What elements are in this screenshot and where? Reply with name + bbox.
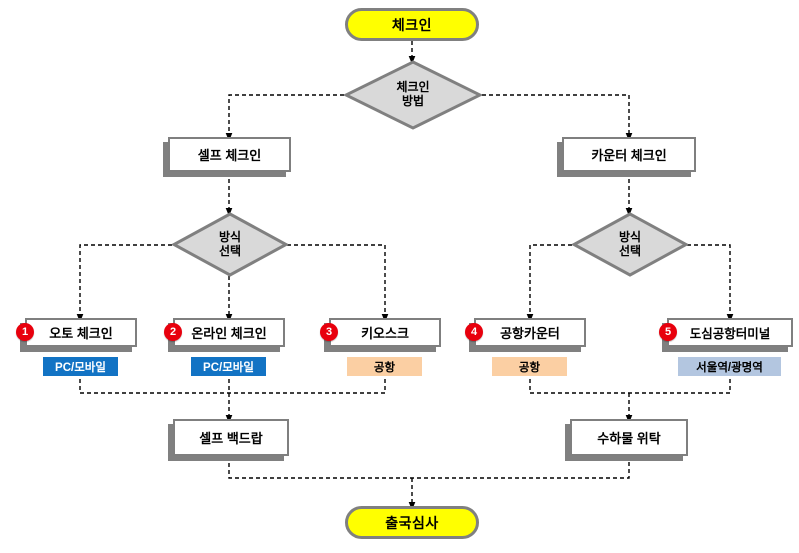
node-self-checkin[interactable]: 셀프 체크인 [168, 137, 291, 172]
node-decision-self-mode[interactable]: 방식 선택 [170, 212, 290, 277]
decision-counter-mode-shape [570, 212, 690, 277]
node-counter-checkin-label: 카운터 체크인 [591, 148, 667, 163]
wire-mode-to-option1 [76, 244, 172, 323]
tag-option-5: 서울역/광명역 [678, 357, 781, 376]
tag-option-4-label: 공항 [518, 361, 541, 374]
wire-options-merge-left [79, 379, 386, 394]
decision-counter-mode-line2: 선택 [618, 243, 642, 258]
badge-option-5: 5 [659, 323, 677, 341]
decision-counter-mode-text: 방식 선택 [572, 212, 688, 277]
node-option-5[interactable]: 도심공항터미널 [667, 318, 793, 347]
node-option-1[interactable]: 오토 체크인 [25, 318, 137, 347]
node-baggage-handover-label: 수하물 위탁 [597, 431, 661, 446]
badge-option-2-number: 2 [169, 326, 177, 338]
tag-option-5-label: 서울역/광명역 [696, 361, 763, 374]
node-decision-counter-mode[interactable]: 방식 선택 [570, 212, 690, 277]
node-option-3-label: 키오스크 [361, 326, 409, 341]
tag-option-4: 공항 [492, 357, 567, 376]
tag-option-1: PC/모바일 [43, 357, 118, 376]
decision-self-mode-line2: 선택 [218, 243, 242, 258]
decision-self-mode-line1: 방식 [218, 229, 242, 244]
badge-option-4: 4 [465, 323, 483, 341]
decision-self-mode-shape [170, 212, 290, 277]
wire-options-merge-right [529, 379, 731, 394]
badge-option-3: 3 [320, 323, 338, 341]
tag-option-2-label: PC/모바일 [203, 361, 254, 374]
tag-option-3: 공항 [347, 357, 422, 376]
tag-option-1-label: PC/모바일 [55, 361, 106, 374]
node-option-2[interactable]: 온라인 체크인 [173, 318, 285, 347]
wire-bottom-merge [228, 456, 630, 479]
wire-method-to-counter [482, 94, 633, 142]
node-self-checkin-label: 셀프 체크인 [197, 148, 262, 163]
node-decision-method[interactable]: 체크인 방법 [342, 60, 484, 130]
badge-option-1: 1 [16, 323, 34, 341]
wire-method-to-self [225, 94, 344, 142]
node-option-1-label: 오토 체크인 [49, 326, 113, 341]
badge-option-3-number: 3 [325, 326, 333, 338]
node-end-label: 출국심사 [385, 514, 439, 531]
wire-mode-to-option4 [526, 244, 572, 323]
node-option-5-label: 도심공항터미널 [689, 327, 771, 341]
decision-method-line1: 체크인 [396, 80, 430, 95]
decision-self-mode-text: 방식 선택 [172, 212, 288, 277]
tag-option-3-label: 공항 [373, 361, 396, 374]
node-start-label: 체크인 [391, 16, 433, 33]
wire-mode-to-option3 [287, 244, 389, 323]
decision-counter-mode-line1: 방식 [618, 229, 642, 244]
badge-option-4-number: 4 [470, 326, 478, 338]
decision-method-line2: 방법 [401, 94, 425, 108]
node-option-3[interactable]: 키오스크 [329, 318, 441, 347]
node-self-bagdrop-label: 셀프 백드랍 [199, 431, 263, 446]
decision-method-shape [342, 60, 484, 130]
badge-option-1-number: 1 [21, 326, 29, 338]
wire-mode-to-option5 [687, 244, 734, 323]
node-start[interactable]: 체크인 [345, 8, 479, 41]
node-option-4[interactable]: 공항카운터 [474, 318, 586, 347]
badge-option-5-number: 5 [664, 326, 672, 338]
node-option-4-label: 공항카운터 [500, 326, 560, 341]
tag-option-2: PC/모바일 [191, 357, 266, 376]
decision-method-text: 체크인 방법 [344, 60, 482, 130]
node-option-2-label: 온라인 체크인 [191, 326, 267, 341]
node-counter-checkin[interactable]: 카운터 체크인 [562, 137, 696, 172]
node-end[interactable]: 출국심사 [345, 506, 479, 539]
badge-option-2: 2 [164, 323, 182, 341]
node-baggage-handover[interactable]: 수하물 위탁 [570, 419, 688, 456]
node-self-bagdrop[interactable]: 셀프 백드랍 [173, 419, 289, 456]
